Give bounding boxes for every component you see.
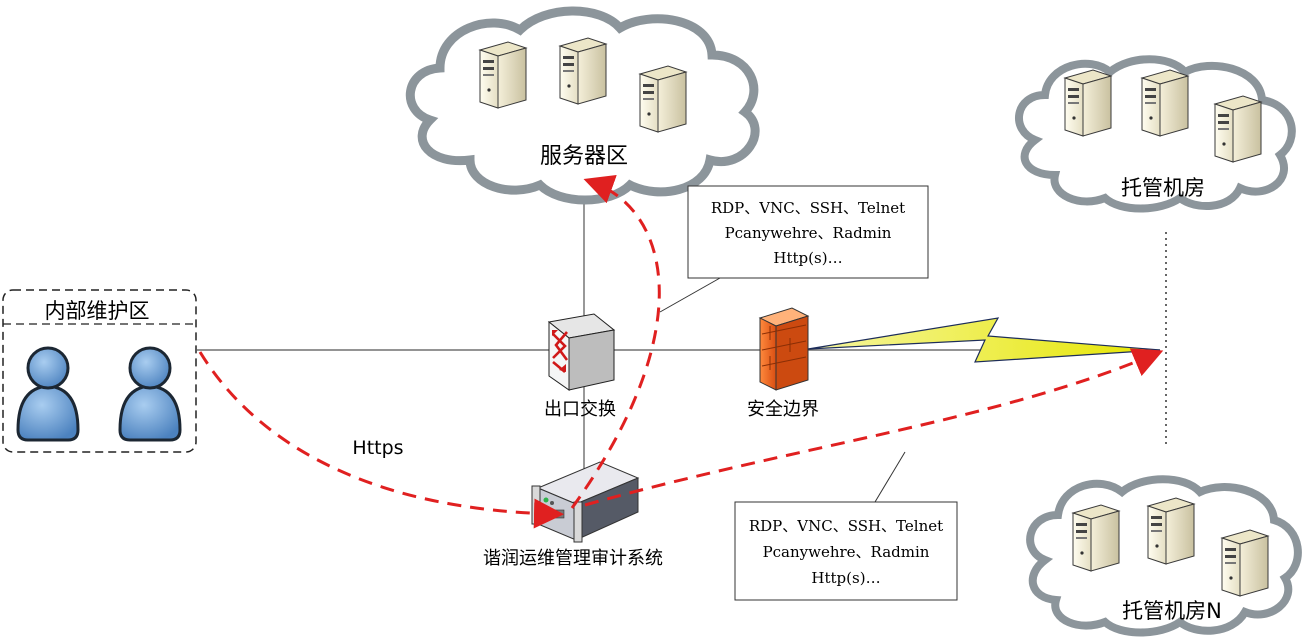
hosting-room-label: 托管机房 xyxy=(1121,176,1205,200)
server-zone-label: 服务器区 xyxy=(540,144,628,169)
callout-bottom: RDP、VNC、SSH、Telnet Pcanywehre、Radmin Htt… xyxy=(734,451,958,601)
server-icon xyxy=(559,37,607,105)
server-icon xyxy=(1214,95,1262,163)
server-icon xyxy=(1221,529,1269,597)
internal-zone-label: 内部维护区 xyxy=(45,299,150,323)
user-icon xyxy=(118,346,182,442)
firewall-label: 安全边界 xyxy=(747,399,819,420)
solid-links xyxy=(197,180,1160,470)
callout-bottom-line-3: Http(s)… xyxy=(811,569,880,587)
callout-top-line-2: Pcanywehre、Radmin xyxy=(725,224,892,242)
callout-top: RDP、VNC、SSH、Telnet Pcanywehre、Radmin Htt… xyxy=(659,185,929,313)
server-zone-path xyxy=(570,175,661,509)
server-icon xyxy=(479,41,527,109)
server-icon xyxy=(1147,497,1195,565)
audit-system-label: 谐润运维管理审计系统 xyxy=(483,548,663,569)
callout-bottom-line-1: RDP、VNC、SSH、Telnet xyxy=(749,517,943,535)
server-zone-cloud: 服务器区 xyxy=(405,6,760,205)
switch-label: 出口交换 xyxy=(544,399,616,420)
callout-top-line-1: RDP、VNC、SSH、Telnet xyxy=(711,199,905,217)
callout-top-line-3: Http(s)… xyxy=(773,249,842,267)
audit-appliance-icon xyxy=(531,461,640,543)
internal-zone-border xyxy=(2,289,197,453)
hosting-room-n-label: 托管机房N xyxy=(1122,599,1222,623)
switch-icon xyxy=(547,313,616,391)
firewall-icon xyxy=(758,307,810,391)
lightning-icon xyxy=(807,317,1161,363)
hosting-room-n-cloud: 托管机房N xyxy=(1026,475,1302,637)
access-paths xyxy=(198,175,1164,529)
server-icon xyxy=(639,65,687,133)
server-icon xyxy=(1064,69,1112,137)
server-icon xyxy=(1072,504,1120,572)
hosting-room-cloud: 托管机房 xyxy=(1015,55,1296,213)
https-label: Https xyxy=(352,437,403,459)
callout-bottom-line-2: Pcanywehre、Radmin xyxy=(763,543,930,561)
user-icon xyxy=(16,346,80,442)
hosting-room-path xyxy=(584,348,1164,507)
internal-zone: 内部维护区 xyxy=(2,289,197,453)
https-path xyxy=(198,351,564,529)
server-icon xyxy=(1141,69,1189,137)
